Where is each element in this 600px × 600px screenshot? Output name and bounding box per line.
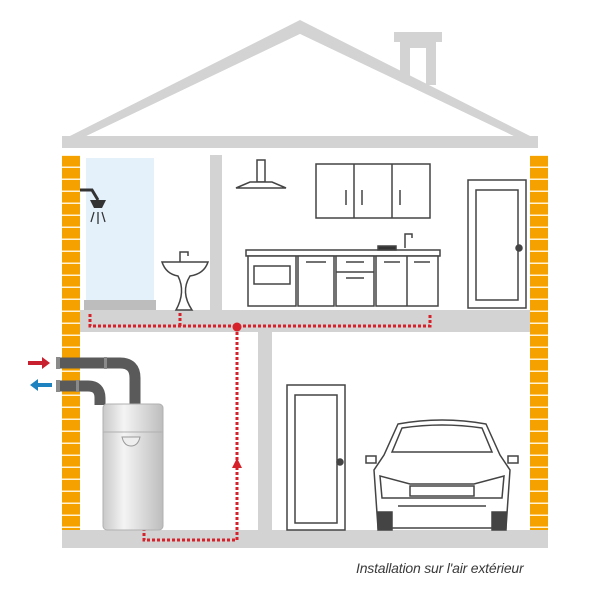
range-hood <box>235 159 287 189</box>
kitchen <box>235 159 527 309</box>
lower-cabinets <box>245 233 441 307</box>
heat-pump-water-heater <box>102 403 164 531</box>
roof <box>62 20 538 148</box>
ground-slab <box>62 530 548 548</box>
structure <box>62 155 548 548</box>
upper-door <box>467 179 527 309</box>
shower-glass <box>86 158 154 300</box>
pipe-junction <box>232 322 242 332</box>
flow-arrow-up-icon <box>232 458 242 468</box>
garage-door <box>286 384 346 531</box>
bathroom <box>80 158 210 311</box>
upper-cabinets <box>315 163 431 219</box>
hot-water-pipes <box>88 313 432 542</box>
sink <box>160 251 210 311</box>
left-brick-wall <box>62 155 80 533</box>
air-ducts <box>58 357 141 405</box>
air-outlet-arrow-icon <box>30 379 52 391</box>
shower-tray <box>84 300 156 310</box>
shower-head-icon <box>80 188 106 224</box>
air-inlet-arrow-icon <box>28 357 50 369</box>
upper-floor-slab <box>80 310 530 332</box>
right-brick-wall <box>530 155 548 533</box>
caption: Installation sur l'air extérieur <box>356 560 524 576</box>
car <box>365 419 519 531</box>
